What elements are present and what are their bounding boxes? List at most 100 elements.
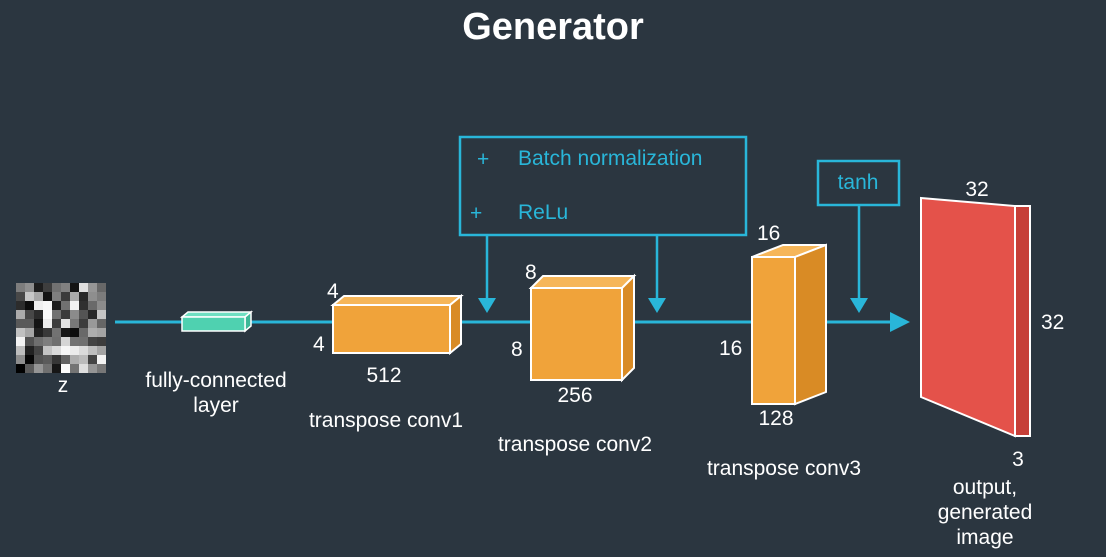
noise-pixel — [79, 310, 88, 319]
batchnorm-relu-box — [458, 135, 748, 237]
noise-pixel — [43, 310, 52, 319]
noise-pixel — [88, 319, 97, 328]
noise-pixel — [52, 310, 61, 319]
noise-pixel — [16, 328, 25, 337]
noise-pixel — [61, 283, 70, 292]
noise-pixel — [97, 319, 106, 328]
noise-pixel — [70, 310, 79, 319]
noise-pixel — [25, 364, 34, 373]
batchnorm-arrowhead-1 — [478, 298, 496, 313]
noise-pixel — [16, 319, 25, 328]
output-block — [920, 196, 1031, 438]
noise-pixel — [43, 355, 52, 364]
noise-pixel — [16, 301, 25, 310]
noise-pixel — [25, 310, 34, 319]
noise-pixel — [34, 337, 43, 346]
noise-pixel — [34, 310, 43, 319]
noise-pixel — [88, 328, 97, 337]
conv3-height-label: 16 — [757, 222, 781, 245]
noise-pixel — [70, 364, 79, 373]
noise-pixel — [79, 346, 88, 355]
conv1-depth-label: 512 — [366, 364, 402, 387]
conv3-width-label: 16 — [719, 337, 743, 360]
noise-pixel — [61, 355, 70, 364]
conv1-label: transpose conv1 — [308, 409, 464, 432]
conv2-height-label: 8 — [525, 261, 537, 284]
conv3-label: transpose conv3 — [706, 457, 862, 480]
noise-pixel — [79, 337, 88, 346]
noise-pixel — [97, 346, 106, 355]
noise-pixel — [61, 337, 70, 346]
noise-pixel — [25, 346, 34, 355]
noise-pixel — [61, 346, 70, 355]
noise-pixel — [88, 292, 97, 301]
noise-pixel — [61, 292, 70, 301]
noise-pixel — [25, 319, 34, 328]
noise-pixel — [88, 301, 97, 310]
noise-pixel — [43, 283, 52, 292]
noise-pixel — [79, 301, 88, 310]
noise-pixel — [25, 337, 34, 346]
noise-pixel — [52, 319, 61, 328]
noise-pixel — [34, 301, 43, 310]
noise-pixel — [88, 364, 97, 373]
noise-pixel — [16, 355, 25, 364]
noise-pixel — [16, 346, 25, 355]
conv2-block — [528, 273, 637, 383]
noise-pixel — [52, 328, 61, 337]
tanh-text: tanh — [837, 171, 879, 194]
noise-pixel — [25, 283, 34, 292]
noise-pixel — [16, 364, 25, 373]
noise-pixel — [88, 310, 97, 319]
noise-pixel — [43, 301, 52, 310]
noise-pixel — [16, 310, 25, 319]
noise-pixel — [43, 337, 52, 346]
noise-pixel — [97, 337, 106, 346]
conv1-height-label: 4 — [327, 280, 339, 303]
noise-pixel — [70, 346, 79, 355]
noise-pixel — [70, 328, 79, 337]
noise-pixel — [70, 301, 79, 310]
noise-pixel — [16, 292, 25, 301]
noise-pixel — [43, 346, 52, 355]
noise-pixel — [16, 283, 25, 292]
noise-pixel — [43, 364, 52, 373]
noise-pixel — [70, 283, 79, 292]
noise-pixel — [70, 355, 79, 364]
noise-pixel — [25, 355, 34, 364]
noise-pixel — [88, 337, 97, 346]
noise-pixel — [52, 364, 61, 373]
fully-connected-label: fully-connected layer — [145, 369, 287, 417]
noise-pixel — [34, 364, 43, 373]
output-arrowhead — [890, 312, 910, 332]
page-title: Generator — [462, 6, 644, 48]
noise-pixel — [34, 319, 43, 328]
conv2-label: transpose conv2 — [497, 433, 653, 456]
noise-pixel — [61, 319, 70, 328]
noise-pixel — [97, 283, 106, 292]
noise-pixel — [70, 292, 79, 301]
noise-pixel — [61, 364, 70, 373]
batchnorm-arrowhead-2 — [648, 298, 666, 313]
noise-pixel — [34, 292, 43, 301]
output-label: output, generated image — [937, 476, 1033, 549]
output-height-label: 32 — [1041, 311, 1065, 334]
conv1-width-label: 4 — [313, 333, 325, 356]
conv2-width-label: 8 — [511, 338, 523, 361]
noise-pixel — [43, 319, 52, 328]
noise-pixel — [79, 283, 88, 292]
noise-pixel — [97, 301, 106, 310]
noise-pixel — [25, 292, 34, 301]
noise-pixel — [52, 355, 61, 364]
noise-pixel — [97, 310, 106, 319]
noise-pixel — [97, 292, 106, 301]
noise-pixel — [52, 346, 61, 355]
noise-pixel — [70, 337, 79, 346]
conv3-block — [751, 243, 827, 406]
noise-pixel — [79, 355, 88, 364]
conv3-depth-label: 128 — [758, 407, 794, 430]
noise-pixel — [25, 328, 34, 337]
noise-pixel — [52, 337, 61, 346]
noise-pixel — [61, 328, 70, 337]
